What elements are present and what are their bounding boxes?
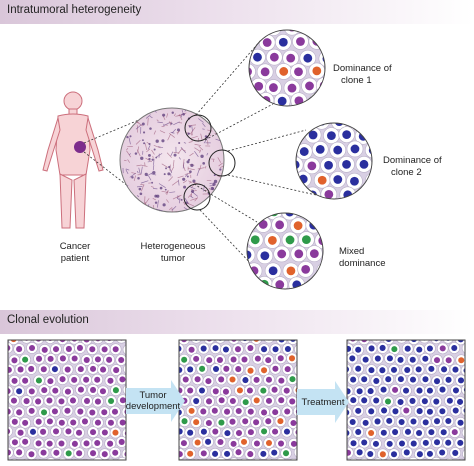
label-dominance-clone-2: Dominance of clone 2 <box>383 155 442 178</box>
cancer-patient-figure <box>42 91 104 229</box>
panel-post-treatment-tumor <box>346 339 466 461</box>
label-heterogeneous-tumor: Heterogeneous tumor <box>140 241 206 264</box>
section-title-heterogeneity: Intratumoral heterogeneity <box>7 4 142 16</box>
arrow-tumor-development-label-2: development <box>125 401 181 412</box>
section-header-clonal-evolution: Clonal evolution <box>0 310 474 334</box>
section-header-heterogeneity: Intratumoral heterogeneity <box>0 0 474 24</box>
panel-developed-tumor <box>178 339 298 461</box>
label-mixed-dominance: Mixed dominance <box>339 246 386 269</box>
tissue-region-2 <box>208 149 236 177</box>
zoom-circle-clone-1 <box>248 29 326 107</box>
zoom-connectors <box>193 39 317 287</box>
tissue-region-1 <box>184 114 212 142</box>
panel-initial-tumor <box>7 339 127 461</box>
tissue-region-3 <box>183 183 211 211</box>
section-title-clonal-evolution: Clonal evolution <box>7 314 89 326</box>
zoom-circle-mixed <box>246 212 324 290</box>
zoom-circle-clone-2 <box>295 122 373 200</box>
arrow-tumor-development-label-1: Tumor <box>139 390 167 401</box>
arrow-treatment-label: Treatment <box>301 397 345 408</box>
label-cancer-patient: Cancer patient <box>59 241 91 264</box>
patient-tumor-spot <box>74 141 86 153</box>
heterogeneous-tumor-tissue <box>119 107 236 213</box>
label-dominance-clone-1: Dominance of clone 1 <box>333 63 392 86</box>
